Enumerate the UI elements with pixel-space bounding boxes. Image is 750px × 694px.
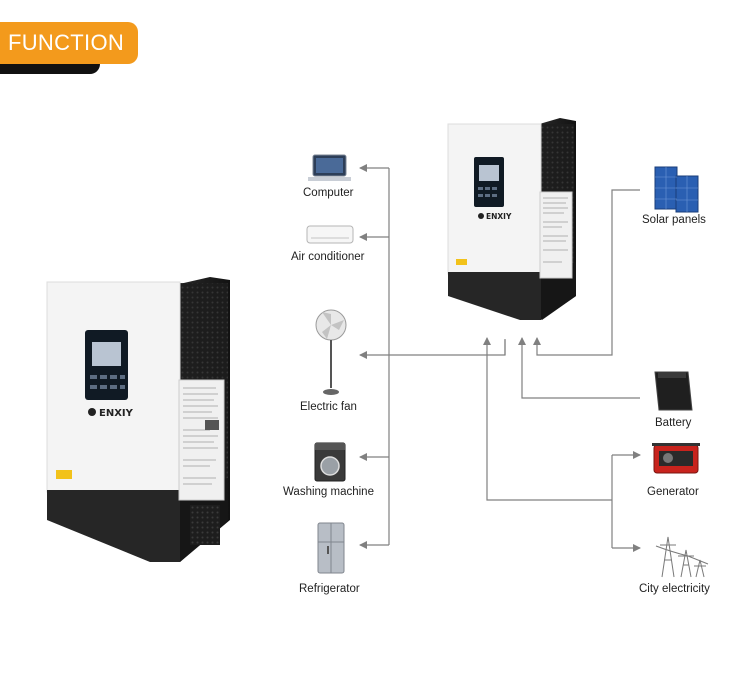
inverter-small: ENXIY [447, 118, 576, 320]
inverter-large: ENXIY [46, 277, 230, 562]
label-computer: Computer [303, 187, 354, 199]
washing-machine-icon [314, 442, 346, 482]
air-conditioner-icon [306, 225, 354, 244]
refrigerator-icon [317, 522, 345, 574]
spec-label [178, 379, 225, 501]
spec-label-small [539, 191, 573, 279]
label-battery: Battery [655, 417, 692, 429]
label-electric-fan: Electric fan [300, 401, 357, 413]
display-panel-small [474, 157, 504, 207]
label-refrigerator: Refrigerator [299, 583, 360, 595]
brand-logo-small-icon [478, 213, 484, 219]
brand-name-small: ENXIY [486, 212, 512, 221]
brand-logo-icon [88, 408, 96, 416]
label-generator: Generator [647, 486, 699, 498]
label-solar-panels: Solar panels [642, 214, 706, 226]
connection-lines [359, 164, 641, 552]
solar-panel-icon [654, 166, 699, 213]
warning-sticker [56, 470, 72, 479]
battery-icon [654, 371, 693, 411]
function-badge: FUNCTION [0, 22, 138, 64]
label-washing-machine: Washing machine [283, 486, 374, 498]
label-city-electricity: City electricity [639, 583, 710, 595]
computer-icon [308, 154, 351, 181]
brand-name: ENXIY [99, 408, 134, 419]
electric-fan-icon [315, 309, 347, 395]
label-air-conditioner: Air conditioner [291, 251, 365, 263]
power-tower-icon [655, 536, 709, 578]
generator-icon [652, 443, 700, 474]
